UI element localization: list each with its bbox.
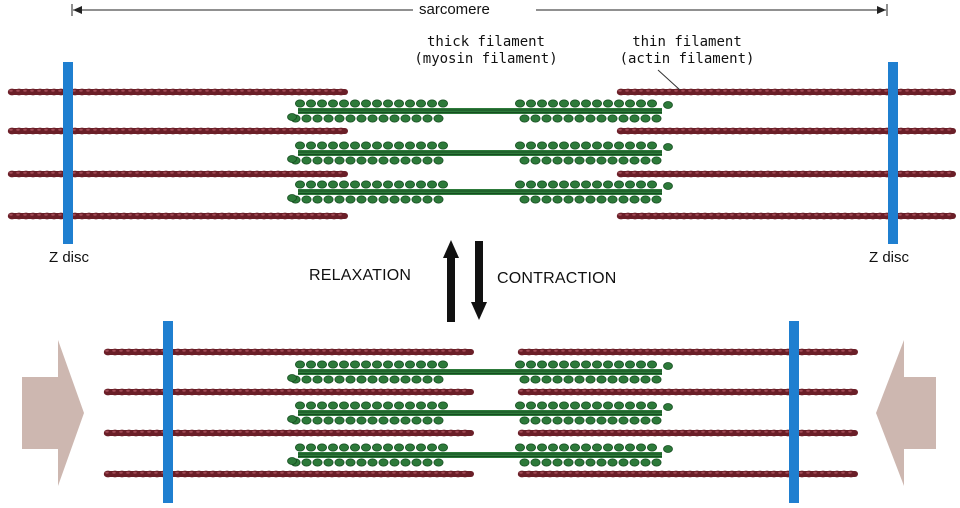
contracted-sarcomere (103, 321, 858, 503)
sarcomere-dimension-line (71, 4, 888, 16)
thin-filament-label: thin filament (actin filament) (602, 34, 772, 68)
myosin-head (663, 143, 673, 151)
actin-filament (616, 88, 956, 96)
myosin-head (287, 194, 297, 202)
myosin-filament (287, 141, 673, 165)
relaxation-label: RELAXATION (309, 267, 412, 284)
z-disc (789, 321, 799, 503)
actin-filament (517, 470, 858, 478)
myosin-head (287, 113, 297, 121)
actin-filament (103, 429, 474, 437)
myosin-head (287, 155, 297, 163)
dimension-arrowhead-left (73, 6, 82, 14)
z-disc-label-left: Z disc (49, 249, 90, 266)
relaxation-arrow-shaft (447, 256, 455, 322)
myosin-filament (287, 180, 673, 204)
z-disc (888, 62, 898, 244)
myosin-filament (287, 401, 673, 425)
actin-filament (7, 212, 348, 220)
actin-filament (7, 170, 348, 178)
actin-filament (616, 127, 956, 135)
sarcomere-label: sarcomere (419, 1, 490, 18)
myosin-filament (287, 99, 673, 123)
myosin-head (287, 457, 297, 465)
compression-arrows (22, 340, 936, 486)
dimension-arrowhead-right (877, 6, 886, 14)
myosin-head (287, 374, 297, 382)
actin-filament (7, 127, 348, 135)
actin-filament (7, 88, 348, 96)
relaxed-sarcomere (7, 62, 956, 244)
thick-filament-subtitle: (myosin filament) (414, 51, 558, 67)
myosin-head (287, 415, 297, 423)
contraction-label: CONTRACTION (497, 270, 617, 287)
myosin-head (663, 445, 673, 453)
actin-filament (103, 348, 474, 356)
actin-filament (103, 388, 474, 396)
myosin-head (663, 403, 673, 411)
actin-filament (103, 470, 474, 478)
actin-filament (517, 429, 858, 437)
actin-filament (517, 348, 858, 356)
actin-filament (616, 170, 956, 178)
myosin-head (663, 101, 673, 109)
actin-filament (517, 388, 858, 396)
z-disc-label-right: Z disc (869, 249, 910, 266)
contraction-arrowhead (471, 302, 487, 320)
compression-arrow-right (876, 340, 936, 486)
myosin-filament (287, 443, 673, 467)
thin-filament-pointer (657, 69, 681, 91)
thick-filament-title: thick filament (426, 34, 545, 50)
myosin-head (663, 182, 673, 190)
thin-filament-title: thin filament (632, 34, 742, 50)
z-disc (163, 321, 173, 503)
z-disc (63, 62, 73, 244)
myosin-head (663, 362, 673, 370)
compression-arrow-left (22, 340, 84, 486)
thin-filament-subtitle: (actin filament) (619, 51, 755, 67)
myosin-filament (287, 360, 673, 384)
actin-filament (616, 212, 956, 220)
contraction-arrow-shaft (475, 241, 483, 303)
thick-filament-label: thick filament (myosin filament) (396, 34, 576, 68)
relaxation-arrowhead (443, 240, 459, 258)
state-arrows (443, 240, 487, 322)
